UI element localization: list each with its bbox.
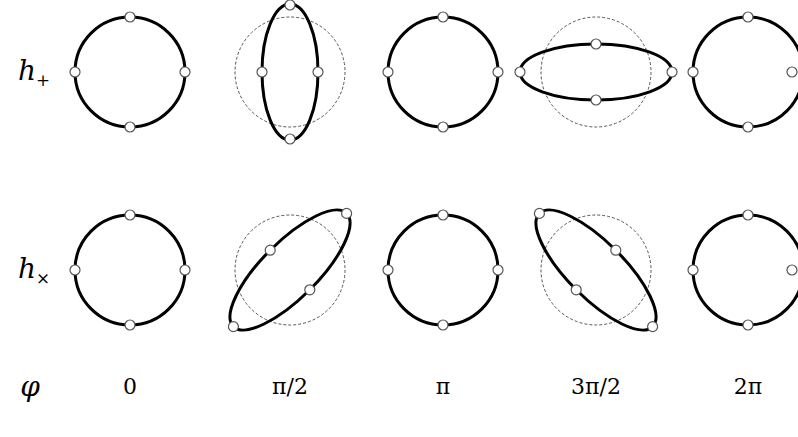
phase-value: 3π/2 — [571, 374, 621, 399]
phase-value: π — [436, 374, 450, 399]
phase-value: π/2 — [272, 374, 308, 399]
phase-value: 0 — [123, 374, 137, 399]
polarization-symbol: h× — [18, 252, 50, 288]
phase-value: 2π — [734, 374, 762, 399]
polarization-symbol: h+ — [18, 54, 50, 90]
phase-symbol: φ — [20, 370, 40, 403]
